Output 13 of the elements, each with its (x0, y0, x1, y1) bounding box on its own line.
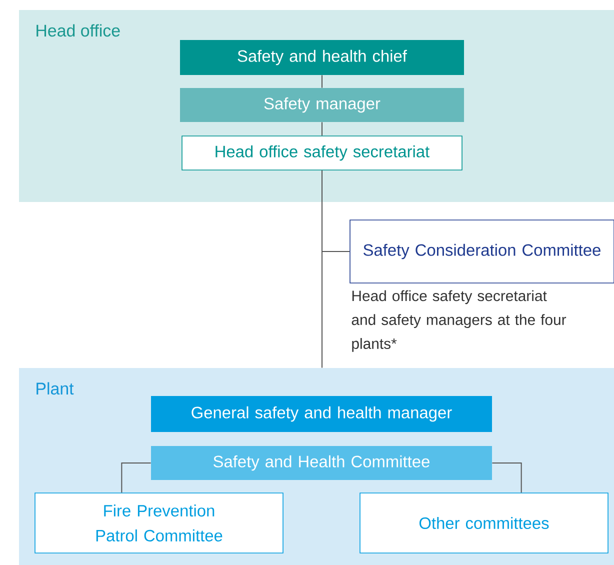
connector-line (121, 462, 152, 494)
committee-box: Other committees (360, 492, 608, 554)
role-box: General safety and health manager (151, 396, 492, 432)
committee-box: Fire Prevention Patrol Committee (34, 492, 284, 554)
role-box: Safety and Health Committee (151, 446, 492, 480)
role-box: Safety and health chief (180, 40, 464, 75)
note-text: Head office safety secretariat and safety managers at the four plants* (352, 290, 566, 352)
committee-box: Safety Consideration Committee (350, 220, 614, 284)
role-box: Safety manager (180, 88, 464, 122)
connector-line (492, 462, 522, 494)
section-heading: Head office (36, 24, 120, 37)
role-box: Head office safety secretariat (182, 136, 462, 170)
section-heading: Plant (36, 382, 74, 395)
